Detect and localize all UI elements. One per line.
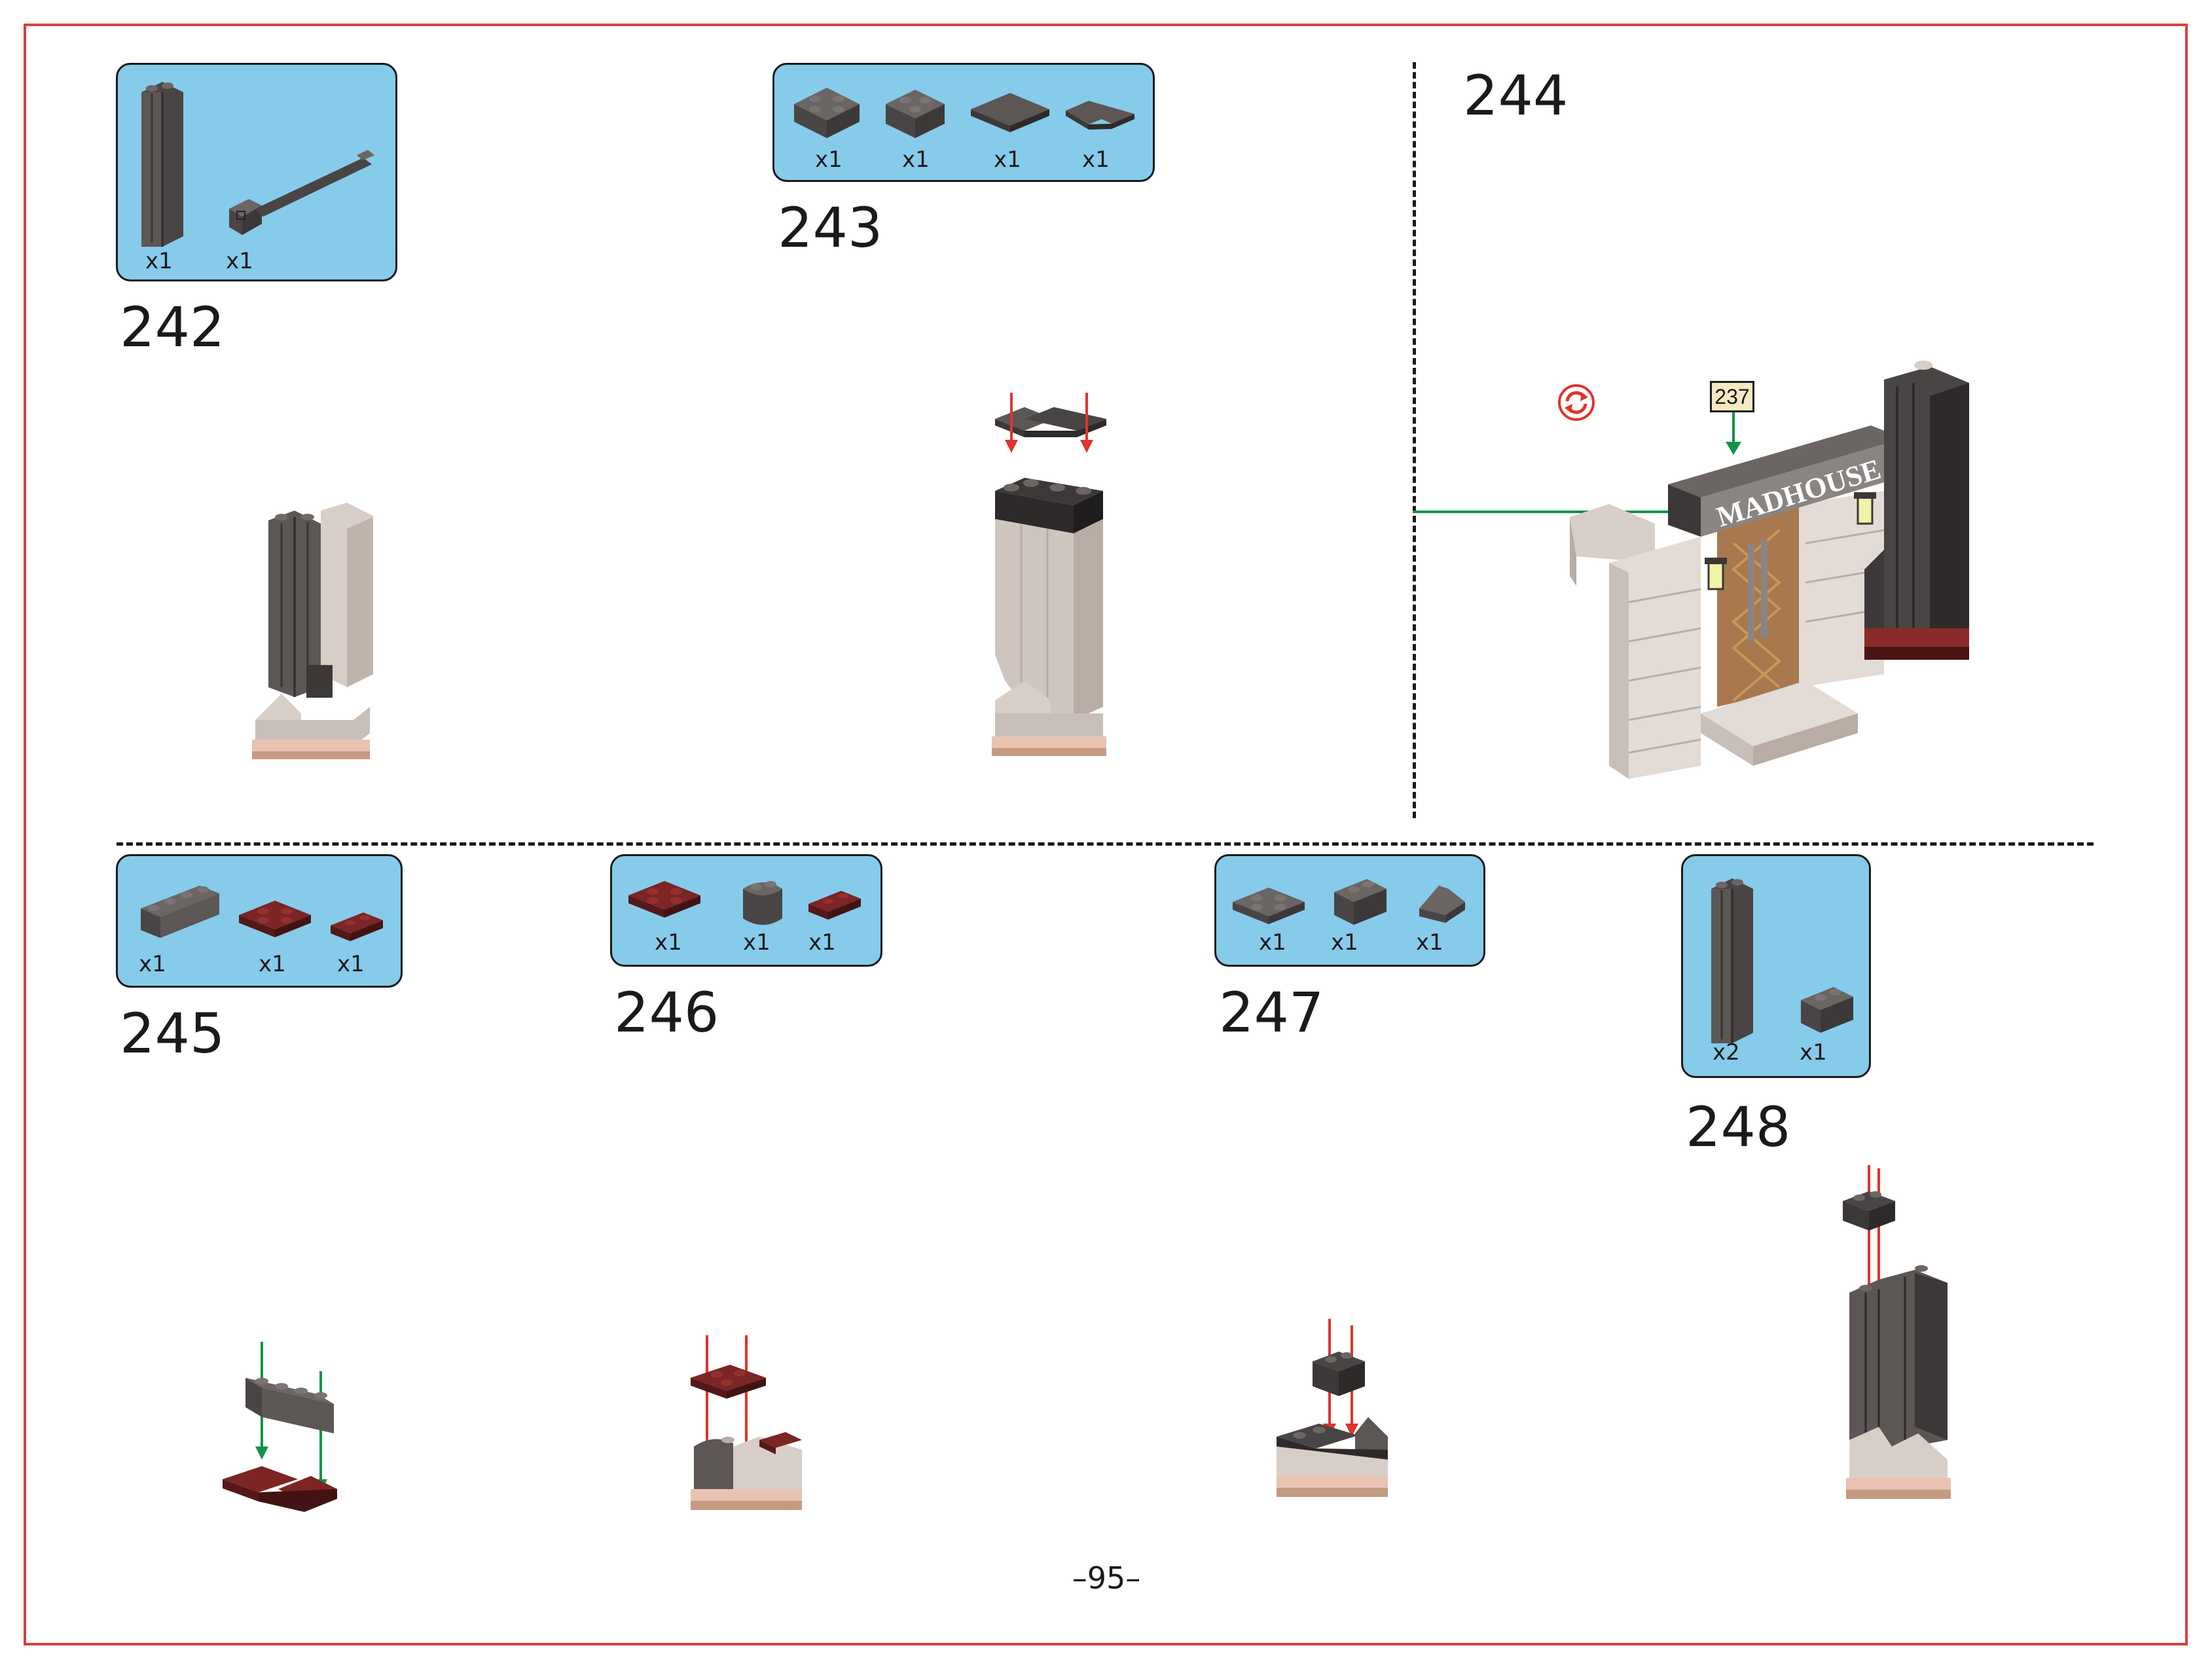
part-qty: x2 (1713, 1039, 1740, 1066)
part-qty: x1 (902, 147, 930, 173)
part-brick-1x2-icon (1801, 987, 1853, 1033)
part-tile-2x2-icon (971, 93, 1049, 132)
part-qty: x1 (1259, 929, 1286, 956)
step-number-242: 242 (120, 295, 225, 359)
part-plate-2x2-red-icon (628, 881, 700, 918)
part-qty: x1 (815, 147, 843, 173)
page-number: –95– (1072, 1560, 1141, 1596)
part-corner-brick-icon (886, 90, 945, 138)
part-bar-icon (229, 150, 374, 235)
part-qty: x1 (226, 248, 253, 274)
page-border (24, 24, 2188, 1645)
build-247-assembly (1277, 1319, 1388, 1497)
build-246-assembly (691, 1335, 802, 1510)
parts-callout-246: x1 x1 x1 (610, 854, 882, 967)
part-plate-1x2-red-icon (808, 891, 861, 920)
part-tall-brick-icon (1711, 878, 1753, 1043)
build-242-assembly (252, 503, 373, 759)
step-divider-vertical (1413, 62, 1416, 818)
step-number-243: 243 (778, 196, 883, 260)
build-248-assembly (1843, 1165, 1951, 1499)
part-slope-icon (1419, 886, 1465, 923)
step-number-248: 248 (1686, 1095, 1791, 1159)
part-corner-tile-icon (1066, 101, 1134, 130)
parts-callout-243: x1 x1 x1 x1 (772, 63, 1155, 182)
rotate-model-icon (1558, 384, 1595, 421)
build-243-assembly (992, 393, 1106, 756)
part-brick-1x2-icon (1334, 879, 1387, 925)
step-number-247: 247 (1219, 980, 1324, 1045)
step-number-246: 246 (614, 980, 719, 1045)
step-number-245: 245 (120, 1001, 225, 1066)
part-qty: x1 (259, 951, 286, 977)
part-qty: x1 (1800, 1039, 1827, 1066)
part-round-brick-icon (743, 881, 782, 925)
part-qty: x1 (337, 951, 365, 977)
part-qty: x1 (145, 248, 173, 274)
part-plate-1x2-red-icon (331, 912, 383, 941)
parts-callout-245: x1 x1 x1 (116, 854, 403, 988)
part-qty: x1 (655, 929, 682, 956)
parts-callout-242: x1 x1 (116, 63, 397, 281)
part-qty: x1 (139, 951, 166, 977)
sub-step-callout: 237 (1710, 381, 1754, 412)
step-number-244: 244 (1463, 63, 1568, 128)
part-brick-1x4-icon (141, 886, 219, 938)
part-qty: x1 (1331, 929, 1358, 956)
part-plate-2x2-red-icon (239, 901, 311, 937)
parts-callout-247: x1 x1 x1 (1214, 854, 1485, 967)
part-qty: x1 (743, 929, 771, 956)
part-plate-2x2-icon (1233, 888, 1305, 924)
parts-callout-248: x2 x1 (1681, 854, 1871, 1078)
step-divider-horizontal (117, 842, 2094, 846)
build-244-assembly: MADHOUSE (1413, 361, 1969, 779)
part-brick-2x2-icon (794, 88, 860, 138)
build-245-assembly (223, 1342, 337, 1512)
part-qty: x1 (808, 929, 836, 956)
part-qty: x1 (1416, 929, 1443, 956)
part-qty: x1 (1082, 147, 1110, 173)
part-tall-brick-icon (141, 82, 183, 247)
part-qty: x1 (994, 147, 1021, 173)
